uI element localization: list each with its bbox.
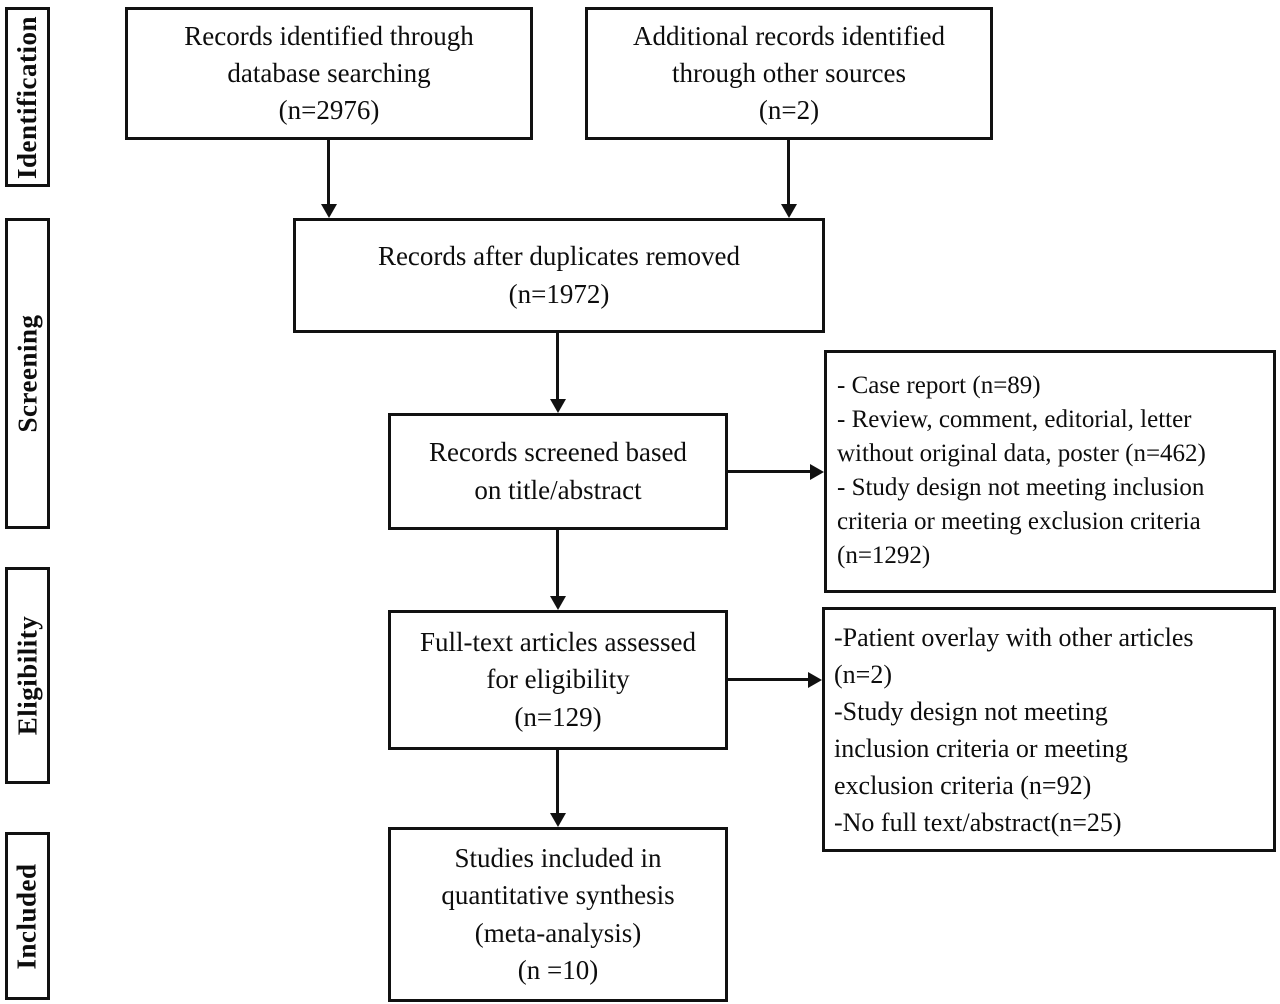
arrow-down-dedup-to-screened [549,333,566,413]
arrow-down-other-sources-to-dedup [780,140,797,218]
stage-label-screening: Screening [12,314,42,433]
node-text-excluded-at-screening: - Case report (n=89) - Review, comment, … [837,372,1206,569]
stage-box-included: Included [5,832,50,1000]
stage-label-included: Included [12,862,43,970]
arrow-down-screened-to-fulltext [549,530,566,610]
arrow-down-fulltext-to-included [549,750,566,827]
node-records-database-searching: Records identified through database sear… [125,7,533,140]
node-text-additional-records-other-sources: Additional records identified through ot… [633,20,945,126]
node-excluded-at-eligibility: -Patient overlay with other articles (n=… [822,607,1276,852]
node-text-studies-included: Studies included in quantitative synthes… [441,843,675,985]
node-additional-records-other-sources: Additional records identified through ot… [585,7,993,140]
node-text-records-after-duplicates-removed: Records after duplicates removed (n=1972… [377,241,741,309]
node-text-records-database-searching: Records identified through database sear… [184,20,474,126]
stage-box-eligibility: Eligibility [5,567,50,784]
node-studies-included: Studies included in quantitative synthes… [388,827,728,1002]
arrow-right-fulltext-to-exclusions [728,671,822,688]
stage-box-screening: Screening [5,218,50,529]
node-text-excluded-at-eligibility: -Patient overlay with other articles (n=… [834,623,1194,837]
node-text-fulltext-assessed: Full-text articles assessed for eligibil… [420,627,696,732]
node-excluded-at-screening: - Case report (n=89) - Review, comment, … [824,350,1276,593]
node-records-screened: Records screened based on title/abstract [388,413,728,530]
stage-box-identification: Identification [5,7,50,187]
node-fulltext-assessed: Full-text articles assessed for eligibil… [388,610,728,750]
node-text-records-screened: Records screened based on title/abstract [429,437,687,505]
node-records-after-duplicates-removed: Records after duplicates removed (n=1972… [293,218,825,333]
arrow-down-database-to-dedup [320,140,337,218]
stage-label-identification: Identification [12,15,43,179]
stage-label-eligibility: Eligibility [12,615,42,736]
arrow-right-screened-to-exclusions [728,463,824,480]
